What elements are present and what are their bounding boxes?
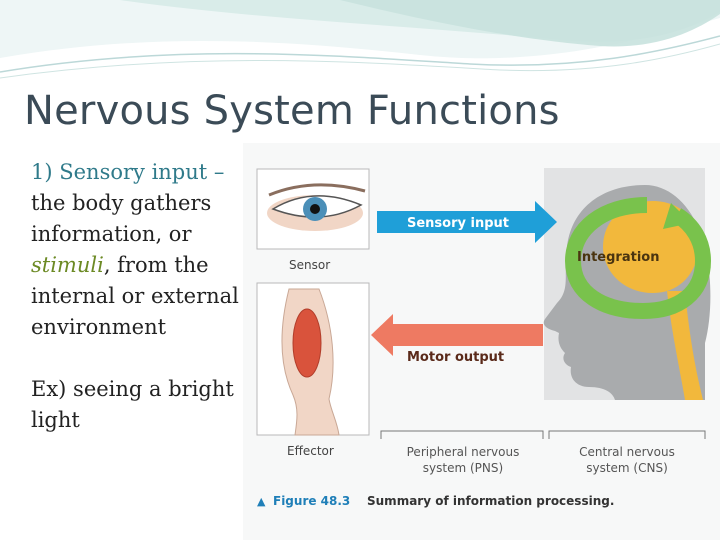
- caption-number: Figure 48.3: [273, 494, 350, 508]
- calf-muscle: [292, 308, 322, 378]
- sensory-input-label: Sensory input: [407, 216, 509, 231]
- sensory-input-paragraph: 1) Sensory input – the body gathers info…: [31, 157, 246, 343]
- figure-diagram: Sensory input Motor output Integration S…: [243, 143, 720, 540]
- caption-text: Summary of information processing.: [367, 494, 614, 508]
- slide-title: Nervous System Functions: [24, 88, 560, 134]
- spinal-cord: [667, 291, 703, 400]
- header-wave-decoration: [0, 0, 720, 79]
- text-part-2: , from the internal or external environm…: [31, 253, 239, 339]
- pns-label-line1: Peripheral nervous: [407, 445, 520, 459]
- cns-label-line1: Central nervous: [579, 445, 675, 459]
- integration-loop: [564, 197, 712, 320]
- pns-bracket: [380, 430, 544, 439]
- sensory-input-heading: 1) Sensory input –: [31, 160, 225, 184]
- integration-label: Integration: [577, 250, 659, 265]
- body-text: 1) Sensory input – the body gathers info…: [31, 157, 246, 436]
- eye-pupil: [310, 204, 320, 214]
- text-part-1: the body gathers information, or: [31, 191, 212, 246]
- pns-label-line2: system (PNS): [423, 461, 503, 475]
- figure-48-3: Sensory input Motor output Integration S…: [243, 143, 720, 540]
- effector-label: Effector: [287, 444, 334, 458]
- cns-label-line2: system (CNS): [586, 461, 668, 475]
- example-paragraph: Ex) seeing a bright light: [31, 377, 234, 432]
- motor-output-label: Motor output: [407, 350, 504, 365]
- sensor-label: Sensor: [289, 258, 330, 272]
- cns-bracket: [548, 430, 706, 439]
- sensory-input-arrow: [377, 201, 557, 243]
- motor-output-arrow: [371, 314, 543, 356]
- integration-arrowhead: [663, 203, 691, 229]
- eyebrow: [268, 183, 366, 197]
- stimuli-term: stimuli: [31, 253, 104, 277]
- caption-marker: ▲: [257, 495, 266, 508]
